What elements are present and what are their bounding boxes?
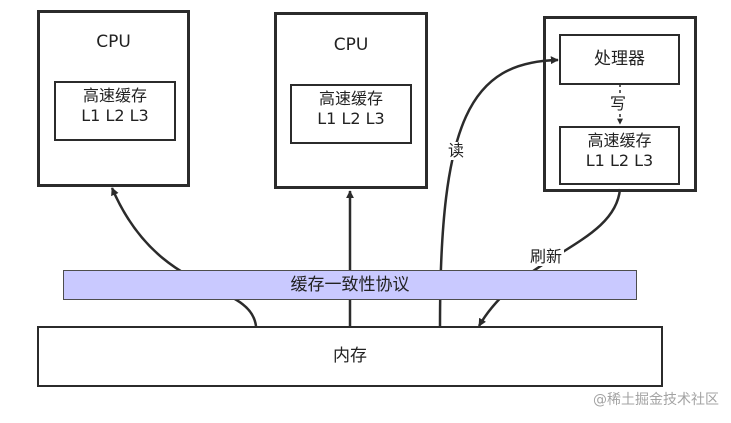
read-label: 读 <box>446 141 467 160</box>
cpu2-cache-levels: L1 L2 L3 <box>317 109 385 128</box>
watermark: @稀土掘金技术社区 <box>593 392 719 408</box>
arrow-read-to-processor <box>438 56 559 327</box>
protocol-label: 缓存一致性协议 <box>290 275 410 295</box>
processor-label: 处理器 <box>594 49 645 69</box>
processor-box: 处理器 <box>559 34 680 85</box>
cache-coherence-protocol-bar: 缓存一致性协议 <box>63 270 637 300</box>
cpu3-cache-box: 高速缓存 L1 L2 L3 <box>559 126 680 185</box>
memory-box: 内存 <box>37 326 663 387</box>
cpu1-box: CPU 高速缓存 L1 L2 L3 <box>37 10 190 187</box>
cpu1-title: CPU <box>96 32 131 52</box>
cpu1-cache-title: 高速缓存 <box>82 86 147 105</box>
write-label: 写 <box>609 94 628 113</box>
refresh-label: 刷新 <box>528 247 565 266</box>
cpu2-box: CPU 高速缓存 L1 L2 L3 <box>274 12 428 189</box>
memory-label: 内存 <box>333 346 367 366</box>
cpu2-cache-box: 高速缓存 L1 L2 L3 <box>290 84 412 144</box>
cpu3-cache-title: 高速缓存 <box>587 131 652 150</box>
cpu3-box <box>543 16 697 192</box>
cpu2-cache-title: 高速缓存 <box>318 89 383 108</box>
cpu1-cache-box: 高速缓存 L1 L2 L3 <box>54 81 176 141</box>
cpu1-cache-levels: L1 L2 L3 <box>81 106 149 125</box>
arrow-memory-to-cpu1 <box>110 187 258 327</box>
cpu2-title: CPU <box>333 35 369 55</box>
cpu3-cache-levels: L1 L2 L3 <box>585 151 654 170</box>
